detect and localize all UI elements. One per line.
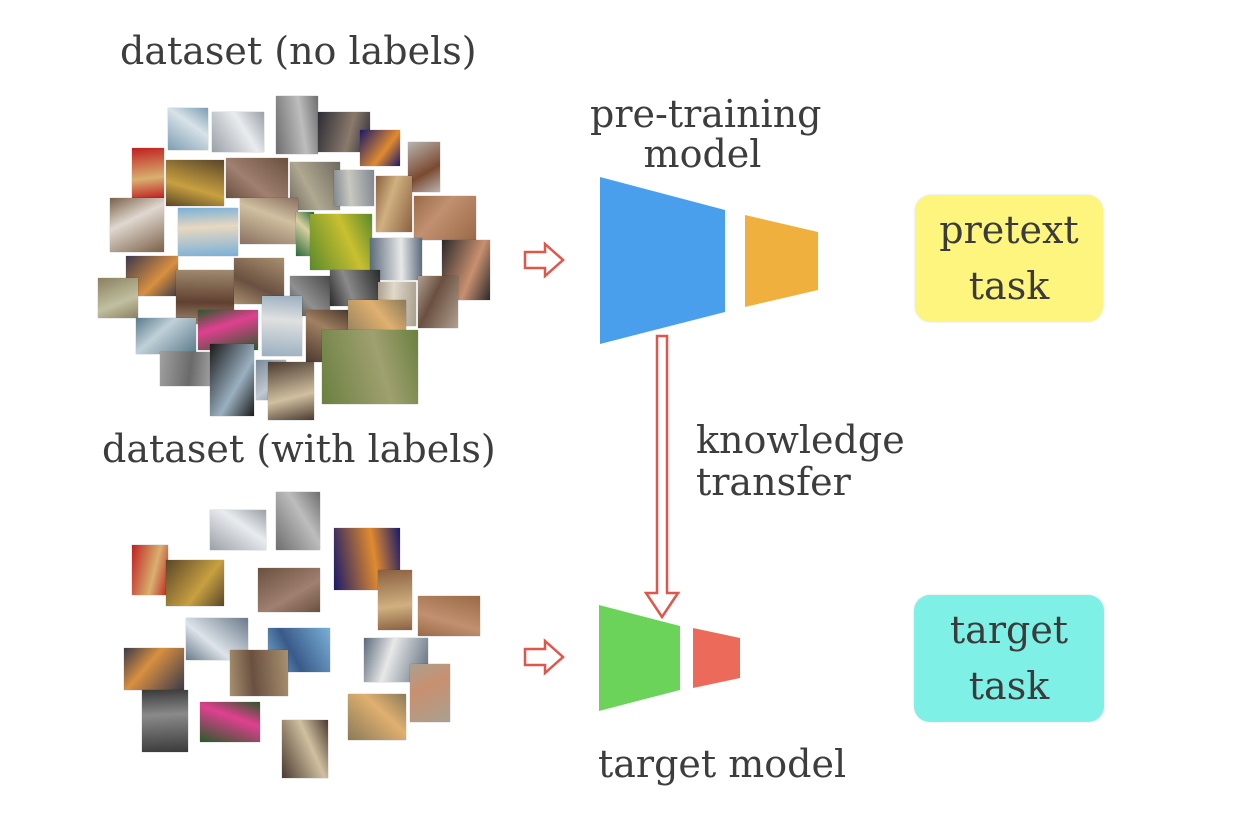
unlabeled-image-thumbnail	[240, 198, 298, 244]
unlabeled-image-thumbnail	[98, 278, 138, 318]
labeled-image-thumbnail	[418, 596, 480, 636]
unlabeled-image-thumbnail	[310, 214, 372, 270]
unlabeled-image-thumbnail	[168, 108, 208, 150]
unlabeled-image-thumbnail	[414, 196, 476, 240]
labeled-image-thumbnail	[124, 648, 184, 690]
knowledge-transfer-arrow	[643, 334, 681, 620]
unlabeled-image-thumbnail	[198, 310, 258, 350]
knowledge-transfer-label-line1: knowledge	[696, 418, 905, 462]
pretraining-model-label: pre-training model	[590, 92, 822, 176]
target-model-label: target model	[598, 742, 847, 786]
input-arrow-bottom	[523, 638, 565, 676]
labeled-image-thumbnail	[210, 510, 266, 550]
unlabeled-image-thumbnail	[166, 160, 224, 206]
unlabeled-image-thumbnail	[408, 142, 440, 192]
unlabeled-image-thumbnail	[334, 170, 374, 206]
target-task-box: target task	[914, 595, 1104, 722]
labeled-image-thumbnail	[230, 650, 288, 696]
labeled-dataset-label: dataset (with labels)	[102, 427, 496, 471]
labeled-image-thumbnail	[348, 694, 406, 740]
labeled-image-thumbnail	[132, 545, 168, 595]
unlabeled-dataset-label: dataset (no labels)	[120, 29, 477, 73]
labeled-image-thumbnail	[142, 690, 188, 752]
unlabeled-image-thumbnail	[376, 176, 412, 232]
labeled-image-thumbnail	[276, 492, 320, 550]
unlabeled-image-thumbnail	[296, 212, 314, 256]
target-task-line1: target	[949, 608, 1069, 653]
pretraining-head-shape	[745, 215, 818, 307]
unlabeled-image-thumbnail	[290, 162, 340, 210]
labeled-image-thumbnail	[410, 664, 450, 722]
labeled-image-thumbnail	[378, 570, 412, 630]
unlabeled-image-thumbnail	[276, 96, 318, 154]
knowledge-transfer-label-line2: transfer	[696, 459, 851, 504]
target-encoder-shape	[599, 605, 680, 711]
unlabeled-image-thumbnail	[226, 158, 288, 198]
unlabeled-image-thumbnail	[160, 352, 210, 386]
pretraining-encoder-shape	[600, 177, 725, 344]
labeled-image-thumbnail	[258, 568, 320, 612]
labeled-image-thumbnail	[166, 560, 224, 606]
unlabeled-image-thumbnail	[136, 318, 196, 354]
unlabeled-image-thumbnail	[262, 296, 302, 356]
pretext-task-line2: task	[968, 263, 1050, 308]
unlabeled-image-thumbnail	[268, 362, 314, 420]
target-task-line2: task	[968, 663, 1050, 708]
pretext-task-line1: pretext	[939, 208, 1079, 253]
knowledge-transfer-label: knowledge transfer	[696, 418, 905, 504]
labeled-image-thumbnail	[200, 702, 260, 742]
unlabeled-image-thumbnail	[322, 330, 418, 404]
pretraining-model-label-line1: pre-training	[590, 92, 822, 136]
unlabeled-image-thumbnail	[360, 130, 400, 166]
unlabeled-image-thumbnail	[132, 148, 164, 198]
target-head-shape	[693, 628, 740, 688]
labeled-image-thumbnail	[282, 720, 328, 778]
pretraining-model-label-line2: model	[643, 132, 762, 176]
unlabeled-image-thumbnail	[210, 344, 254, 416]
unlabeled-image-thumbnail	[178, 208, 238, 256]
unlabeled-image-thumbnail	[110, 198, 164, 252]
unlabeled-image-thumbnail	[418, 276, 458, 328]
pretext-task-box: pretext task	[915, 195, 1103, 322]
input-arrow-top	[523, 241, 565, 279]
unlabeled-image-thumbnail	[212, 112, 264, 152]
